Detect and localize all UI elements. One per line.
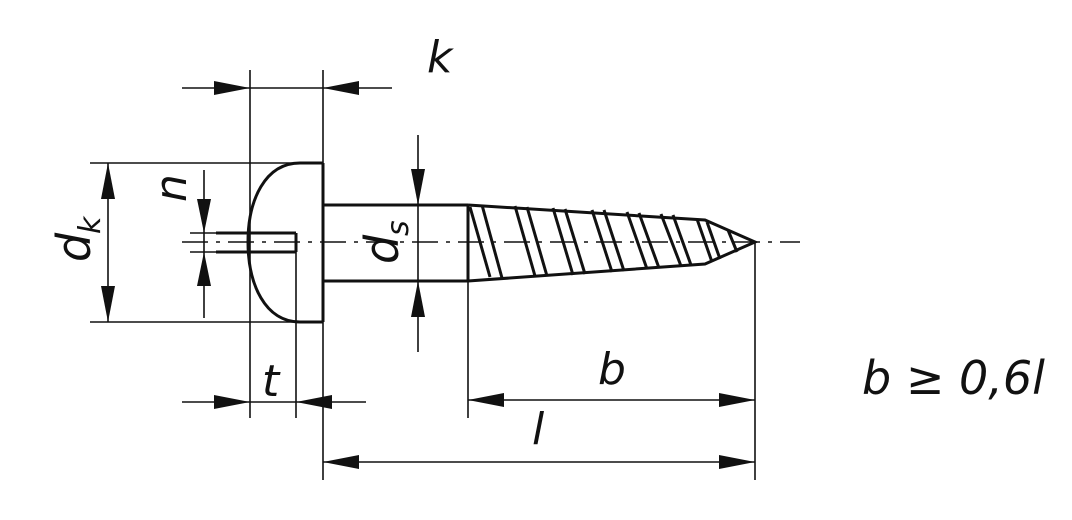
- label-ds-sub: s: [381, 220, 416, 236]
- slot: [216, 231, 298, 254]
- dimension-dk: [101, 163, 115, 322]
- label-t: t: [262, 356, 281, 407]
- dimension-n: [197, 170, 211, 318]
- dimension-k: [182, 81, 392, 95]
- label-b: b: [598, 344, 626, 395]
- label-dk: d k: [47, 215, 108, 262]
- dimension-t: [182, 395, 366, 409]
- screw-head: [246, 161, 323, 324]
- label-k: k: [427, 32, 454, 83]
- dimension-ds: [411, 135, 425, 352]
- dimension-l: [323, 455, 755, 469]
- label-n-text: n: [146, 174, 197, 202]
- extension-lines: [90, 70, 756, 480]
- label-l: l: [532, 404, 545, 455]
- formula-b-ge-0-6l: b ≥ 0,6l: [862, 351, 1045, 405]
- label-dk-main: d: [47, 232, 101, 262]
- dimension-b: [468, 393, 755, 407]
- label-ds: d s: [355, 220, 416, 264]
- label-ds-main: d: [355, 234, 409, 264]
- label-dk-sub: k: [73, 215, 108, 234]
- thread: [467, 203, 759, 283]
- label-n: n: [146, 174, 197, 202]
